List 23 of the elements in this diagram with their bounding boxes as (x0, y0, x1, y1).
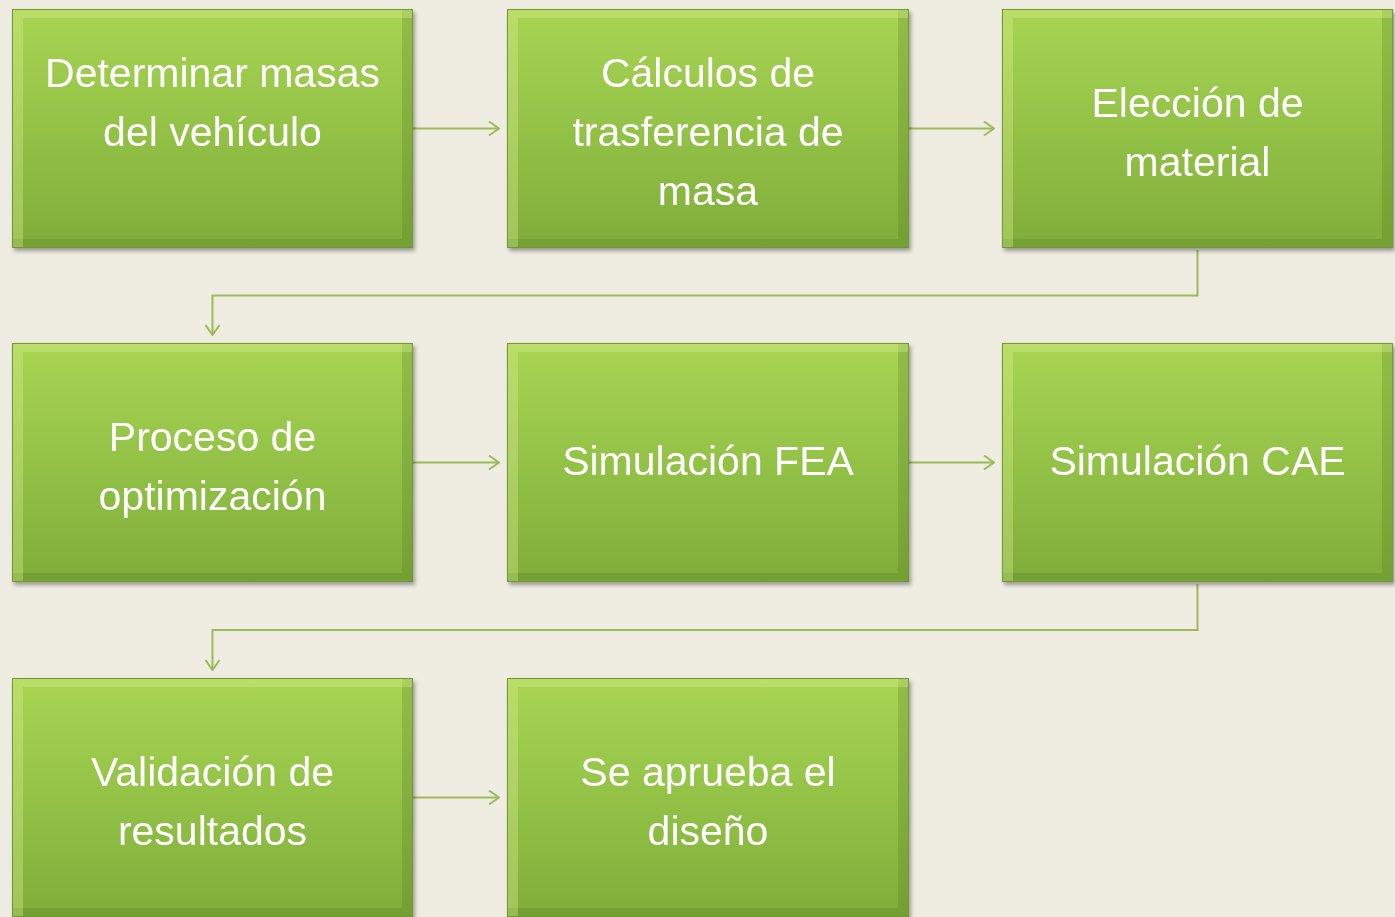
arrow (412, 789, 500, 806)
box-label: Simulación CAE (1048, 437, 1347, 486)
arrow (908, 454, 995, 471)
arrow (412, 454, 500, 471)
box-label: Se aprueba el diseño (579, 748, 837, 856)
process-box (12, 9, 413, 248)
process-box (1002, 9, 1393, 248)
arrow (204, 583, 1199, 671)
box-label: Validación de resultados (89, 748, 336, 856)
process-box (507, 678, 909, 917)
box-label: Simulación FEA (561, 437, 855, 486)
process-box (507, 343, 909, 582)
box-label: Elección de material (1090, 79, 1305, 187)
arrow (908, 120, 995, 137)
process-box (12, 678, 413, 917)
process-box (1002, 343, 1393, 582)
arrow (412, 120, 500, 137)
box-label: Cálculos de trasferencia de masa (571, 49, 845, 216)
box-label: Determinar masas del vehículo (44, 49, 381, 157)
arrow (204, 249, 1199, 336)
box-label: Proceso de optimización (97, 413, 328, 521)
process-box (507, 9, 909, 248)
process-box (12, 343, 413, 582)
